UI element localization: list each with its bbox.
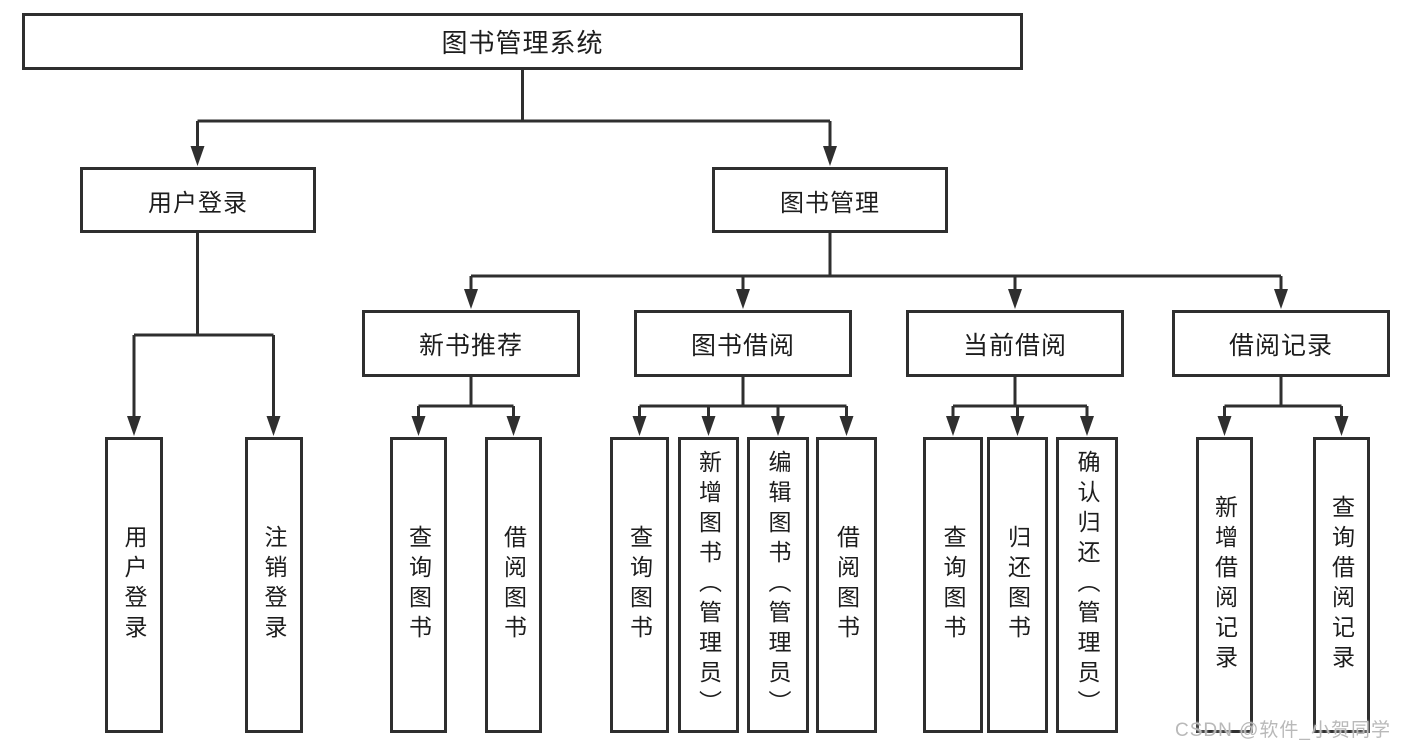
node-query-books-recommend: 查询图书 xyxy=(390,437,447,733)
connector-user-login-children xyxy=(132,233,275,419)
node-query-books-borrowing: 查询图书 xyxy=(610,437,669,733)
node-query-borrow-record: 查询借阅记录 xyxy=(1313,437,1370,733)
connector-borrowing-records-children xyxy=(1223,377,1343,419)
node-add-borrow-record: 新增借阅记录 xyxy=(1196,437,1253,733)
connector-new-book-children xyxy=(417,377,515,419)
node-logout: 注销登录 xyxy=(245,437,303,733)
node-borrow-books-recommend: 借阅图书 xyxy=(485,437,542,733)
arrowheads-user-login-children xyxy=(127,416,281,436)
node-new-book-recommend: 新书推荐 xyxy=(362,310,580,377)
arrowheads-level3 xyxy=(464,289,1288,309)
node-borrow-books-borrowing: 借阅图书 xyxy=(816,437,877,733)
node-login: 用户登录 xyxy=(105,437,163,733)
arrowheads-borrowing-records-children xyxy=(1217,416,1349,436)
node-user-login: 用户登录 xyxy=(80,167,316,233)
node-borrowing-records: 借阅记录 xyxy=(1172,310,1390,377)
node-system-root: 图书管理系统 xyxy=(22,13,1023,70)
connector-current-borrowing-children xyxy=(951,377,1089,419)
node-return-books: 归还图书 xyxy=(987,437,1048,733)
node-add-books-admin: 新增图书（管理员） xyxy=(678,437,739,733)
node-book-management: 图书管理 xyxy=(712,167,948,233)
node-confirm-return-admin: 确认归还（管理员） xyxy=(1056,437,1118,733)
connector-book-borrowing-children xyxy=(638,377,848,419)
connector-root-to-level2 xyxy=(196,70,832,149)
csdn-watermark: CSDN @软件_小贺同学 xyxy=(1175,720,1391,741)
node-edit-books-admin: 编辑图书（管理员） xyxy=(747,437,809,733)
arrowheads-level2 xyxy=(190,146,837,166)
node-book-borrowing: 图书借阅 xyxy=(634,310,852,377)
arrowheads-new-book-children xyxy=(411,416,521,436)
node-current-borrowing: 当前借阅 xyxy=(906,310,1124,377)
arrowheads-current-borrowing-children xyxy=(946,416,1094,436)
arrowheads-book-borrowing-children xyxy=(632,416,854,436)
connector-book-management-to-level3 xyxy=(469,233,1283,292)
node-query-books-current: 查询图书 xyxy=(923,437,983,733)
